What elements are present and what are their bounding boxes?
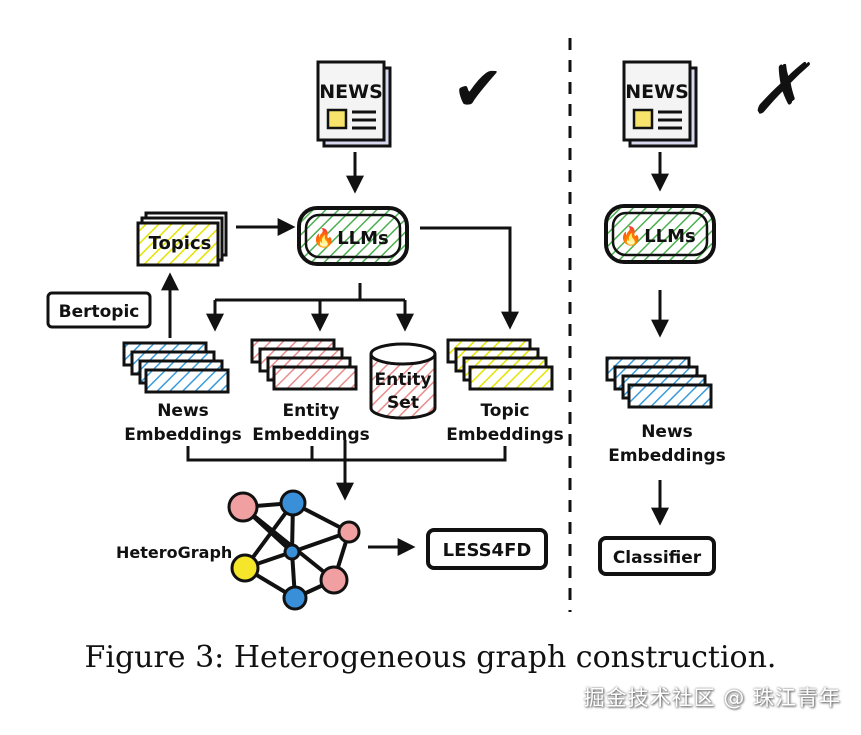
bertopic-node: Bertopic bbox=[46, 291, 152, 329]
graph-node bbox=[230, 553, 260, 583]
topic-embeddings-label-line2: Embeddings bbox=[446, 425, 564, 445]
topics-label: Topics bbox=[149, 233, 212, 254]
news-document-icon-right: NEWS bbox=[622, 60, 698, 148]
less4fd-label: LESS4FD bbox=[443, 540, 532, 561]
entity-embeddings-label-line1: Entity bbox=[283, 401, 340, 421]
news-doc-label-right: NEWS bbox=[625, 81, 689, 103]
graph-node bbox=[337, 520, 361, 544]
checkmark-icon: ✔ bbox=[452, 52, 504, 125]
news-embeddings-label-right-line2: Embeddings bbox=[608, 446, 726, 466]
news-embeddings-stack-left bbox=[122, 341, 230, 394]
bertopic-label: Bertopic bbox=[59, 302, 140, 322]
heterograph-label: HeteroGraph bbox=[116, 543, 232, 562]
llms-distribution-arrows bbox=[206, 226, 519, 332]
graph-node bbox=[319, 565, 349, 595]
news-embeddings-stack-right bbox=[605, 356, 713, 409]
graph-node bbox=[282, 585, 308, 611]
merge-bracket bbox=[186, 440, 507, 501]
classifier-label: Classifier bbox=[613, 548, 702, 568]
entity-set-cylinder: Entity Set bbox=[369, 342, 437, 420]
topic-embeddings-label-line1: Topic bbox=[480, 401, 529, 421]
flame-icon: 🔥 bbox=[313, 227, 335, 249]
news-embeddings-label-left-line2: Embeddings bbox=[124, 425, 242, 445]
cross-icon: ✗ bbox=[749, 48, 811, 130]
graph-node bbox=[279, 489, 307, 517]
news-embeddings-label-left-line1: News bbox=[157, 401, 209, 421]
llms-node-left: 🔥 LLMs bbox=[297, 206, 409, 266]
topic-embeddings-stack bbox=[446, 338, 554, 391]
entity-embeddings-stack bbox=[250, 338, 358, 391]
topics-node: Topics bbox=[136, 211, 228, 267]
entity-set-label-line1: Entity bbox=[375, 370, 432, 390]
llms-node-right: 🔥 LLMs bbox=[604, 204, 716, 264]
news-document-icon-left: NEWS bbox=[316, 60, 392, 148]
graph-node bbox=[227, 491, 259, 523]
watermark: 掘金技术社区 @ 珠江青年 bbox=[583, 686, 841, 710]
heterograph-network bbox=[227, 489, 361, 611]
llms-label-left: LLMs bbox=[337, 228, 389, 249]
entity-embeddings-label-line2: Embeddings bbox=[252, 425, 370, 445]
news-doc-label-left: NEWS bbox=[319, 81, 383, 103]
flame-icon: 🔥 bbox=[620, 225, 642, 247]
less4fd-node: LESS4FD bbox=[426, 528, 548, 570]
figure-caption: Figure 3: Heterogeneous graph constructi… bbox=[84, 640, 777, 675]
graph-node bbox=[283, 543, 301, 561]
classifier-node: Classifier bbox=[598, 536, 716, 576]
entity-set-label-line2: Set bbox=[387, 393, 419, 413]
news-embeddings-label-right-line1: News bbox=[641, 422, 693, 442]
llms-label-right: LLMs bbox=[644, 226, 696, 247]
